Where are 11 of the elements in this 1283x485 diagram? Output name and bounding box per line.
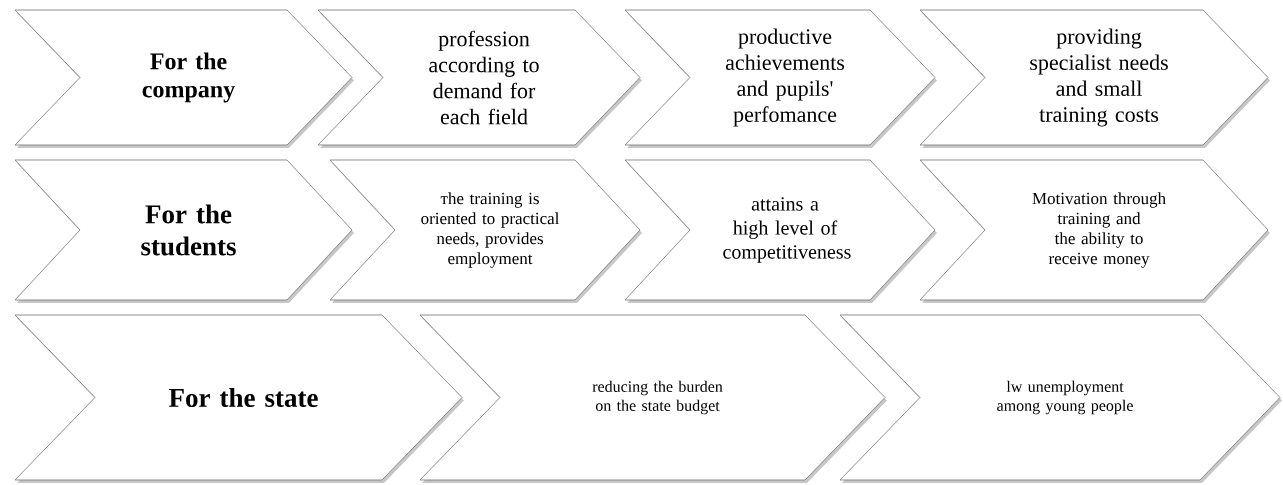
chevron-box: attains a high level of competitiveness: [624, 159, 937, 303]
chevron-box: profession according to demand for each field: [317, 9, 642, 148]
chevron-box: For the state: [14, 314, 464, 483]
chevron-box: reducing the burden on the state budget: [419, 314, 887, 483]
chevron-box: For the students: [14, 159, 354, 303]
chevron-box: Motivation through training and the ability to receive money: [919, 159, 1270, 303]
chevron-box: тhe training is oriented to practical needs, provides employment: [329, 159, 642, 303]
chevron-box: lw unemployment among young people: [839, 314, 1282, 483]
chevron-box: productive achievements and pupils' perfomance: [624, 9, 937, 148]
chevron-box: providing specialist needs and small training costs: [919, 9, 1270, 148]
chevron-box: For the company: [14, 9, 354, 148]
